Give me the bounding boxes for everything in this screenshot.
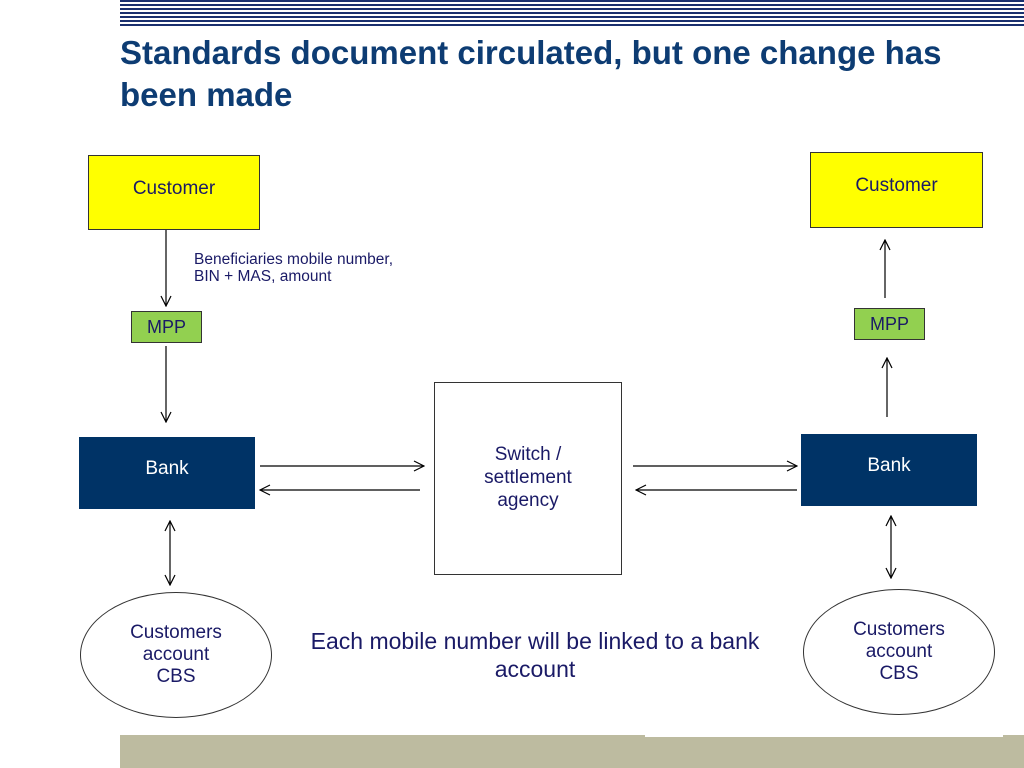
- footer-band: [120, 735, 1024, 768]
- mpp-label-left: MPP: [146, 316, 186, 337]
- mpp-box-right: MPP: [854, 308, 925, 340]
- customer-label-right: Customer: [855, 175, 938, 196]
- header-stripes: [120, 0, 1024, 32]
- mpp-label-right: MPP: [869, 313, 909, 334]
- switch-line-1: Switch /: [494, 444, 562, 465]
- customers-account-cbs-left: Customers account CBS: [80, 592, 272, 718]
- cbs-line-3-left: CBS: [156, 666, 196, 687]
- cbs-line-2-left: account: [142, 644, 210, 665]
- customer-box-right: Customer: [810, 152, 983, 228]
- bank-box-left: Bank: [79, 437, 255, 509]
- cbs-line-1-left: Customers: [130, 622, 222, 643]
- switch-settlement-agency-box: Switch / settlement agency: [434, 382, 622, 575]
- mpp-box-left: MPP: [131, 311, 202, 343]
- bank-label-right: Bank: [867, 455, 911, 476]
- customers-account-cbs-right: Customers account CBS: [803, 589, 995, 715]
- cbs-line-2-right: account: [865, 641, 933, 662]
- transfer-details-note: Beneficiaries mobile number, BIN + MAS, …: [194, 251, 394, 285]
- slide-title: Standards document circulated, but one c…: [120, 34, 942, 113]
- linking-note: Each mobile number will be linked to a b…: [310, 628, 760, 682]
- customer-box-left: Customer: [88, 155, 260, 230]
- switch-line-2: settlement: [484, 467, 572, 488]
- cbs-line-1-right: Customers: [853, 619, 945, 640]
- switch-line-3: agency: [497, 490, 559, 511]
- bank-box-right: Bank: [801, 434, 977, 506]
- footer-divider: [645, 735, 1003, 737]
- cbs-line-3-right: CBS: [879, 663, 919, 684]
- bank-label-left: Bank: [145, 458, 189, 479]
- customer-label-left: Customer: [132, 178, 216, 199]
